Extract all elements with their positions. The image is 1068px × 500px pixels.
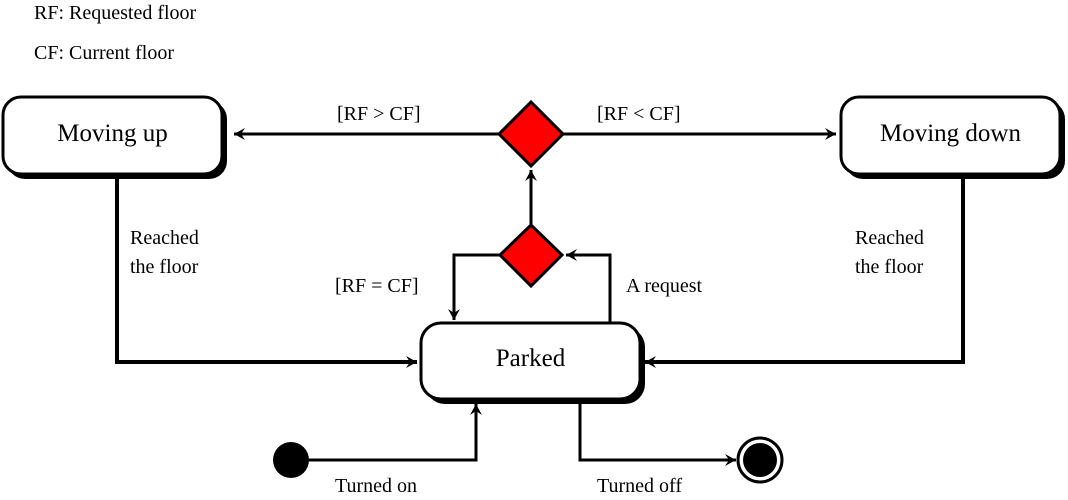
state-moving-up[interactable] xyxy=(1,95,227,179)
transition-equal xyxy=(448,253,500,320)
guard-equal-label: [RF = CF] xyxy=(335,275,419,297)
decision-direction[interactable] xyxy=(496,99,566,169)
reached-right-label-2: the floor xyxy=(855,256,924,278)
reached-left-label-2: the floor xyxy=(130,256,199,278)
request-label: A request xyxy=(626,275,703,297)
legend-current-floor: CF: Current floor xyxy=(34,42,174,64)
initial-node[interactable] xyxy=(273,442,309,478)
transition-turned-off xyxy=(578,402,736,466)
state-parked-label: Parked xyxy=(495,345,566,372)
turned-on-label: Turned on xyxy=(335,475,418,497)
transition-request xyxy=(566,249,612,322)
turned-off-label: Turned off xyxy=(597,475,683,497)
state-moving-down-label: Moving down xyxy=(880,120,1021,147)
reached-right-label-1: Reached xyxy=(855,227,924,249)
final-node[interactable] xyxy=(736,436,784,484)
transition-reached-right xyxy=(645,176,965,368)
state-moving-up-label: Moving up xyxy=(57,120,168,147)
reached-left-label-1: Reached xyxy=(130,227,199,249)
state-parked[interactable] xyxy=(419,321,645,404)
guard-up-label: [RF > CF] xyxy=(337,103,421,125)
state-moving-down[interactable] xyxy=(839,95,1065,179)
decision-request[interactable] xyxy=(497,222,565,289)
transition-reached-left xyxy=(115,176,417,368)
guard-down-label: [RF < CF] xyxy=(597,103,681,125)
legend-requested-floor: RF: Requested floor xyxy=(34,2,197,24)
transition-turned-on xyxy=(309,404,482,462)
